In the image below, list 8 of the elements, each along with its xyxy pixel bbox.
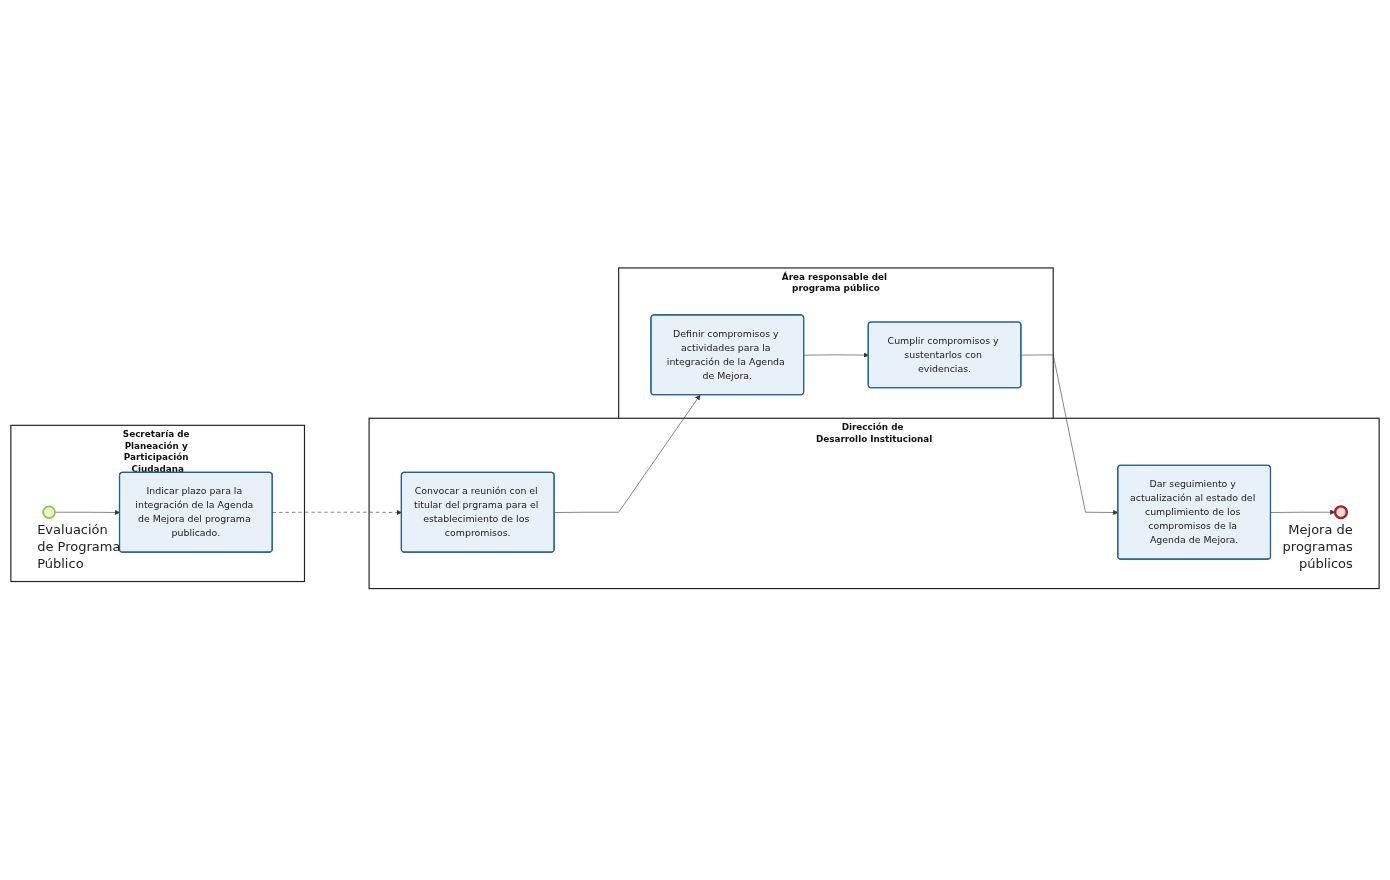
event-caption: Mejora de programas públicos — [1281, 522, 1353, 573]
start-event-circle — [42, 505, 56, 519]
task-box: Indicar plazo para la integración de la Agenda de Mejora del programa publicado. — [118, 471, 273, 553]
end-event-circle — [1333, 505, 1348, 520]
task-box: Convocar a reunión con el titular del prgrama para el establecimiento de los compromisos. — [400, 471, 555, 553]
task-box: Definir compromisos y actividades para la integración de la Agenda de Mejora. — [650, 314, 805, 396]
task-box: Dar seguimiento y actualización al estado del cumplimiento de los compromisos de la Agenda de Mejora. — [1117, 464, 1272, 560]
task-box: Cumplir compromisos y sustentarlos con evidencias. — [867, 321, 1022, 389]
